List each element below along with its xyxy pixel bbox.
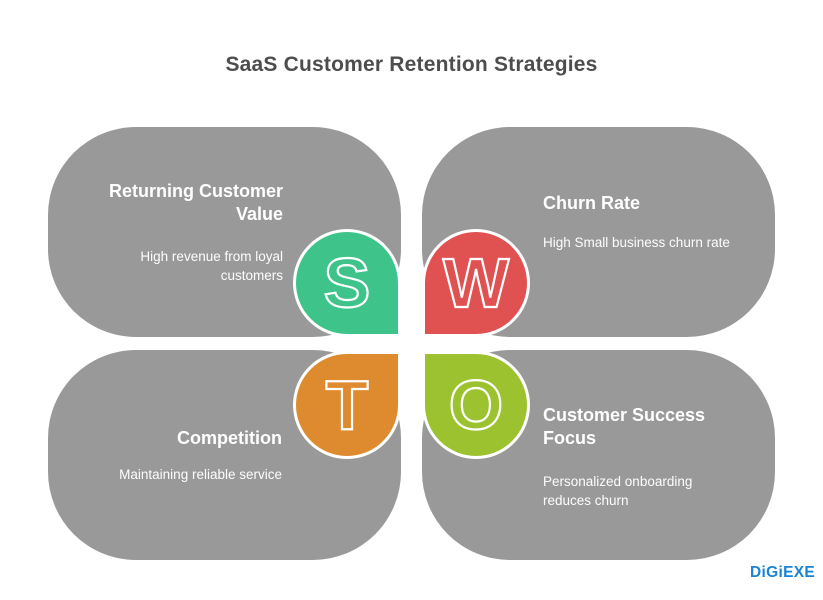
swot-badge-s: S [293, 229, 401, 337]
swot-badge-w: W [422, 229, 530, 337]
swot-letter-w: W [442, 244, 510, 322]
quadrant-body: High revenue from loyal customers [140, 249, 283, 283]
swot-letter-o: O [448, 366, 505, 444]
quadrant-heading: Customer Success Focus [543, 405, 706, 449]
page-title: SaaS Customer Retention Strategies [225, 53, 598, 76]
quadrant-text-strengths: Returning Customer Value High revenue fr… [83, 180, 283, 285]
quadrant-text-opportunities: Customer Success Focus Personalized onbo… [543, 404, 735, 510]
quadrant-text-weaknesses: Churn Rate High Small business churn rat… [543, 192, 743, 253]
quadrant-text-threats: Competition Maintaining reliable service [82, 427, 282, 485]
quadrant-heading: Returning Customer Value [108, 181, 283, 225]
brand-logo: DiGiEXE [750, 564, 815, 581]
quadrant-body: High Small business churn rate [543, 235, 730, 251]
swot-badge-t: T [293, 351, 401, 459]
swot-letter-t: T [325, 366, 370, 444]
swot-badge-o: O [422, 351, 530, 459]
swot-letter-s: S [323, 244, 372, 322]
quadrant-heading: Competition [177, 428, 282, 448]
quadrant-body: Maintaining reliable service [119, 467, 282, 483]
quadrant-body: Personalized onboarding reduces churn [543, 474, 693, 508]
quadrant-heading: Churn Rate [543, 193, 641, 213]
